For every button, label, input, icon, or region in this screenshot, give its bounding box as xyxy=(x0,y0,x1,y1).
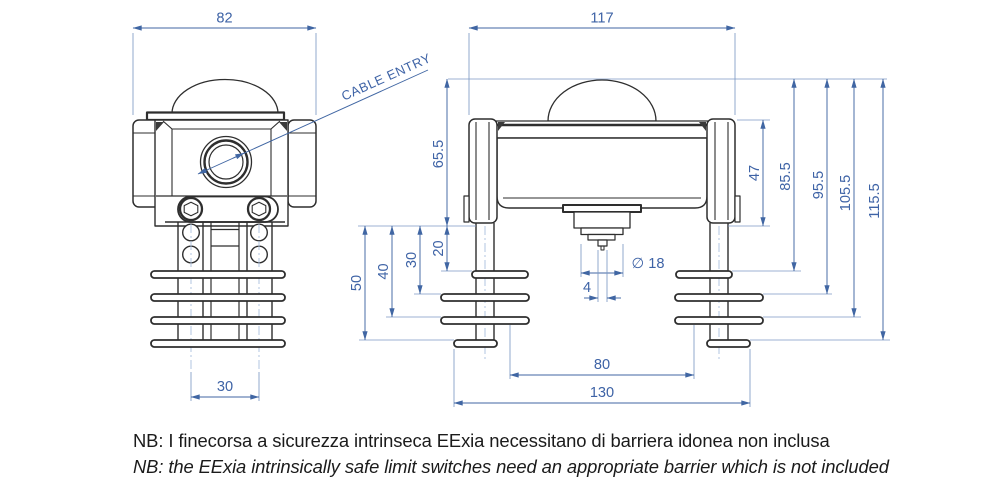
cable-entry-mid-ring xyxy=(203,139,249,185)
dim-side-width: 117 xyxy=(468,11,736,115)
plunger-housing xyxy=(580,227,624,236)
dim-fin-4-label: 50 xyxy=(349,275,365,291)
side-fin xyxy=(453,339,498,348)
dim-front-width: 82 xyxy=(132,11,317,115)
side-fin xyxy=(471,270,529,279)
dim-overall-fin-3-label: 105.5 xyxy=(838,175,854,212)
cable-entry-outer-ring xyxy=(199,135,253,189)
front-dome-outline xyxy=(171,78,279,114)
side-view xyxy=(440,78,887,362)
side-fin xyxy=(706,339,751,348)
front-clamp-band xyxy=(145,111,286,122)
front-fin xyxy=(150,339,286,348)
dim-front-width-label: 82 xyxy=(216,11,232,27)
plunger-block xyxy=(573,211,631,229)
front-fin xyxy=(150,316,286,325)
dim-overall-fin-4: 115.5 xyxy=(867,78,886,341)
dim-fin-inner-span: 80 xyxy=(509,325,695,379)
side-left-cap xyxy=(468,118,498,224)
dim-front-hole-spacing-label: 30 xyxy=(217,379,233,395)
dim-overall-fin-2-label: 95.5 xyxy=(811,171,827,199)
front-fin xyxy=(150,270,286,279)
dim-overall-fin-1-label: 85.5 xyxy=(778,162,794,190)
side-right-cap xyxy=(706,118,736,224)
note-english: NB: the EExia intrinsically safe limit s… xyxy=(133,456,889,477)
note-italian: NB: I finecorsa a sicurezza intrinseca E… xyxy=(133,430,830,451)
dim-overall-fin-3: 105.5 xyxy=(838,78,857,318)
side-fin xyxy=(440,316,530,325)
cable-entry-label: CABLE ENTRY xyxy=(339,50,433,103)
dim-overall-fin-4-label: 115.5 xyxy=(867,183,883,218)
cable-entry-bore xyxy=(208,144,244,180)
plunger-flange xyxy=(562,204,642,213)
dim-fin-1-label: 20 xyxy=(431,240,447,256)
dim-overall-width: 130 xyxy=(453,349,751,407)
dim-side-width-label: 117 xyxy=(590,11,613,27)
front-left-bolt xyxy=(178,196,204,222)
side-lid-rim xyxy=(483,120,721,139)
dim-housing-height: 65.5 xyxy=(431,78,450,227)
dim-overall-fin-1: 85.5 xyxy=(778,78,797,272)
dim-front-hole-spacing: 30 xyxy=(190,372,260,401)
dim-cover-side: 47 xyxy=(747,119,766,227)
side-fin xyxy=(674,293,764,302)
dim-fin-2-label: 30 xyxy=(404,252,420,268)
dim-overall-width-label: 130 xyxy=(590,385,614,401)
side-dome-outline xyxy=(547,79,657,122)
dim-fin-1: 20 xyxy=(431,225,450,272)
dim-fin-3-label: 40 xyxy=(376,263,392,279)
side-fin xyxy=(675,270,733,279)
dim-plunger-slot: 4 xyxy=(583,250,621,302)
dim-plunger-slot-label: 4 xyxy=(583,280,591,296)
dim-housing-height-label: 65.5 xyxy=(431,140,447,168)
plunger-pin xyxy=(597,239,608,247)
front-right-bolt xyxy=(246,196,272,222)
dim-fin-inner-span-label: 80 xyxy=(594,357,610,373)
limit-switch-drawing: 82 30 CABLE ENTRY xyxy=(132,11,890,407)
dim-plunger-diameter-label: ∅ 18 xyxy=(632,256,665,272)
dim-plunger-diameter: ∅ 18 xyxy=(580,244,665,277)
dim-fin-4: 50 xyxy=(349,225,368,341)
dim-fin-2: 30 xyxy=(404,225,423,295)
front-view xyxy=(132,78,317,369)
dim-overall-fin-2: 95.5 xyxy=(811,78,830,295)
side-fin xyxy=(674,316,764,325)
dim-cover-side-label: 47 xyxy=(747,165,763,181)
front-fin xyxy=(150,293,286,302)
dim-fin-3: 40 xyxy=(376,225,395,318)
side-fin xyxy=(440,293,530,302)
